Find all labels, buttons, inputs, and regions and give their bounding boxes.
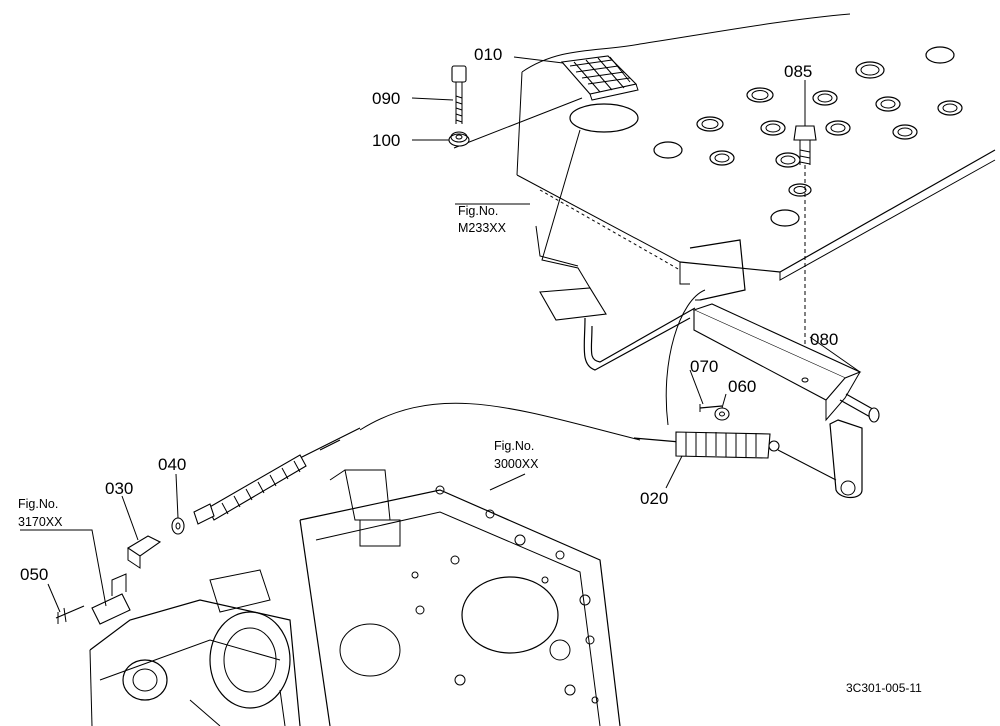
cable-020 xyxy=(633,289,837,481)
governor-housing xyxy=(89,569,301,726)
fig-ref-3000-line1: Fig.No. xyxy=(494,439,534,453)
cable-adjuster xyxy=(193,427,361,525)
pedal-pad-010 xyxy=(560,55,639,101)
plate-holes xyxy=(569,46,963,227)
fig-ref-m233-line1: Fig.No. xyxy=(458,204,498,218)
bracket-080 xyxy=(692,303,880,499)
part-label-040: 040 xyxy=(158,455,186,474)
drawing-code: 3C301-005-11 xyxy=(846,681,922,695)
part-label-020: 020 xyxy=(640,489,668,508)
part-label-090: 090 xyxy=(372,89,400,108)
part-label-050: 050 xyxy=(20,565,48,584)
bracket-030 xyxy=(126,535,162,569)
part-label-100: 100 xyxy=(372,131,400,150)
pin-070 xyxy=(699,404,723,412)
part-label-085: 085 xyxy=(784,62,812,81)
pedal-arm xyxy=(539,129,696,371)
part-label-010: 010 xyxy=(474,45,502,64)
part-label-070: 070 xyxy=(690,357,718,376)
bolt-090 xyxy=(451,65,467,124)
lever-050-assembly xyxy=(55,573,131,625)
part-label-060: 060 xyxy=(728,377,756,396)
engine-block xyxy=(299,469,621,726)
block-holes xyxy=(411,485,599,704)
nut-100 xyxy=(448,131,470,147)
fig-ref-m233-line2: M233XX xyxy=(458,221,507,235)
fig-ref-3170-line1: Fig.No. xyxy=(18,497,58,511)
washer-060 xyxy=(714,407,730,421)
fig-ref-3000-line2: 3000XX xyxy=(494,457,539,471)
floor-plate xyxy=(516,13,996,301)
part-label-030: 030 xyxy=(105,479,133,498)
fig-ref-3170-line2: 3170XX xyxy=(18,515,63,529)
part-label-080: 080 xyxy=(810,330,838,349)
bolt-085 xyxy=(793,125,817,380)
leader-lines xyxy=(20,56,861,613)
nut-040 xyxy=(171,517,185,535)
